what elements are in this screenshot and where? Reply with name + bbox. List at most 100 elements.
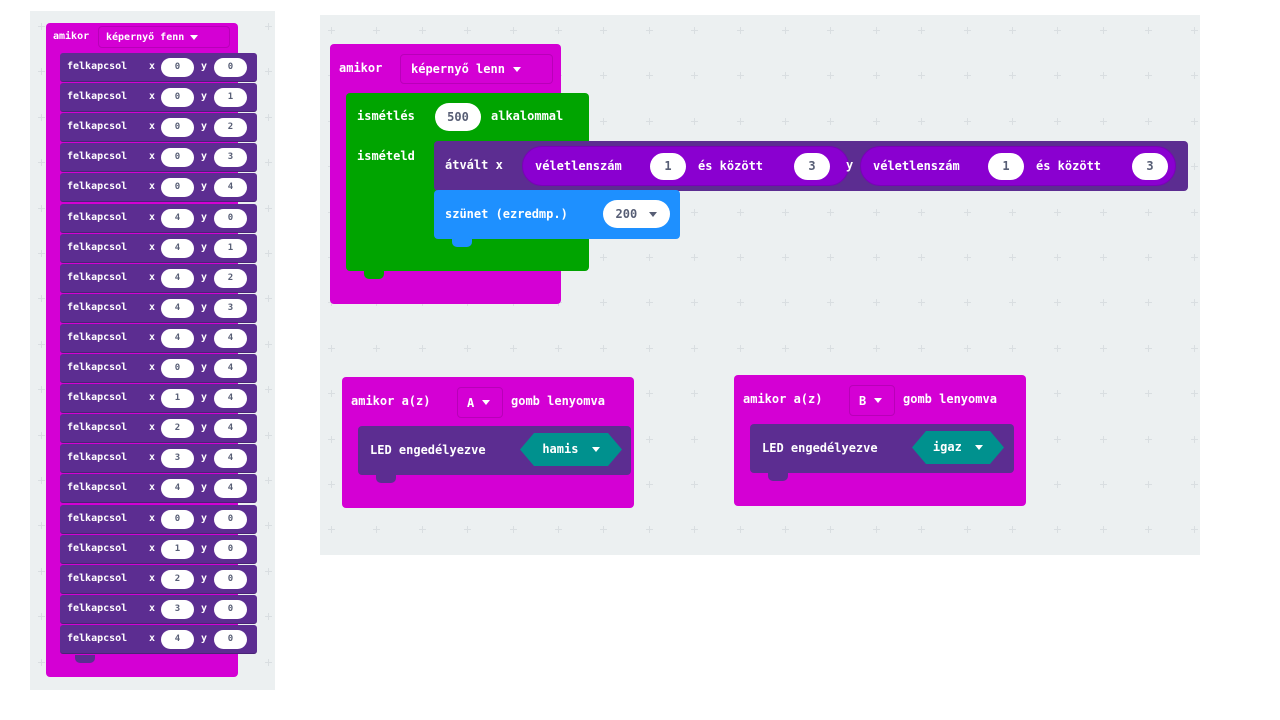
y-value-input[interactable]: 4 — [214, 359, 247, 378]
led-enable-block[interactable]: LED engedélyezve igaz — [750, 424, 1014, 473]
random-x-reporter[interactable]: véletlenszám 1 és között 3 — [522, 146, 849, 186]
grid-cross — [1191, 526, 1198, 533]
grid-cross — [1145, 436, 1152, 443]
y-value-input[interactable]: 1 — [214, 238, 247, 258]
x-value-input[interactable]: 4 — [161, 298, 194, 318]
x-value-input[interactable]: 1 — [161, 539, 194, 559]
button-dropdown[interactable]: A — [457, 387, 503, 418]
grid-cross — [38, 659, 45, 666]
grid-cross — [737, 254, 744, 261]
y-value-input[interactable]: 4 — [214, 479, 247, 499]
grid-cross — [691, 72, 698, 79]
random-y-to-input[interactable]: 3 — [1132, 153, 1168, 180]
x-value-input[interactable]: 3 — [161, 599, 194, 619]
y-value-input[interactable]: 0 — [214, 539, 247, 559]
y-value-input[interactable]: 0 — [214, 569, 247, 589]
x-value-input[interactable]: 0 — [161, 178, 194, 198]
plot-label: felkapcsol — [67, 422, 128, 434]
y-value-input[interactable]: 1 — [214, 88, 247, 108]
random-x-to-input[interactable]: 3 — [794, 153, 830, 180]
y-value-input[interactable]: 2 — [214, 268, 247, 288]
x-value-input[interactable]: 0 — [161, 359, 194, 378]
gesture-dropdown[interactable]: képernyő fenn — [98, 26, 230, 48]
x-value-input[interactable]: 0 — [161, 118, 194, 138]
x-value-input[interactable]: 1 — [161, 389, 194, 409]
x-value-input[interactable]: 0 — [161, 58, 194, 77]
y-label: y — [201, 602, 208, 614]
repeat-count-input[interactable]: 500 — [435, 103, 481, 131]
y-value-input[interactable]: 4 — [214, 328, 247, 348]
button-dropdown[interactable]: B — [849, 385, 895, 416]
y-value-input[interactable]: 4 — [214, 389, 247, 409]
led-enable-block[interactable]: LED engedélyezve hamis — [358, 426, 631, 475]
x-value-input[interactable]: 2 — [161, 419, 194, 439]
random-x-from-input[interactable]: 1 — [650, 153, 686, 180]
pause-duration-dropdown[interactable]: 200 — [603, 200, 670, 228]
x-value-input[interactable]: 0 — [161, 88, 194, 108]
y-value-input[interactable]: 0 — [214, 509, 247, 529]
boolean-dropdown[interactable]: hamis — [520, 433, 622, 466]
grid-cross — [1100, 481, 1107, 488]
grid-cross — [1054, 526, 1061, 533]
x-value-input[interactable]: 0 — [161, 148, 194, 168]
grid-cross — [265, 250, 272, 257]
y-value-input[interactable]: 0 — [214, 629, 247, 649]
led-toggle-block[interactable]: átvált x véletlenszám 1 és között 3 y vé… — [434, 141, 1188, 191]
y-value-input[interactable]: 2 — [214, 118, 247, 138]
grid-cross — [1145, 526, 1152, 533]
x-value-input[interactable]: 4 — [161, 208, 194, 228]
y-value-input[interactable]: 4 — [214, 419, 247, 439]
y-value-input[interactable]: 3 — [214, 148, 247, 168]
grid-cross — [1100, 72, 1107, 79]
repeat-do-label: ismételd — [357, 149, 415, 163]
x-value-input[interactable]: 3 — [161, 449, 194, 469]
x-value-input[interactable]: 0 — [161, 509, 194, 529]
y-value-input[interactable]: 0 — [214, 208, 247, 228]
random-y-from-input[interactable]: 1 — [988, 153, 1024, 180]
x-value-input[interactable]: 4 — [161, 479, 194, 499]
grid-cross — [38, 477, 45, 484]
x-value-input[interactable]: 4 — [161, 629, 194, 649]
pause-block[interactable]: szünet (ezredmp.) 200 — [434, 190, 680, 239]
x-value-input[interactable]: 4 — [161, 268, 194, 288]
grid-cross — [691, 436, 698, 443]
random-y-reporter[interactable]: véletlenszám 1 és között 3 — [860, 146, 1176, 186]
grid-cross — [38, 114, 45, 121]
grid-cross — [964, 27, 971, 34]
grid-cross — [1009, 254, 1016, 261]
y-value-input[interactable]: 4 — [214, 449, 247, 469]
y-value-input[interactable]: 0 — [214, 58, 247, 77]
y-value-input[interactable]: 0 — [214, 599, 247, 619]
grid-cross — [328, 390, 335, 397]
grid-cross — [918, 209, 925, 216]
led-bottom-notch — [768, 473, 788, 481]
y-value-input[interactable]: 4 — [214, 178, 247, 198]
boolean-dropdown[interactable]: igaz — [912, 431, 1004, 464]
x-value-input[interactable]: 4 — [161, 238, 194, 258]
y-value-input[interactable]: 3 — [214, 298, 247, 318]
x-value-input[interactable]: 4 — [161, 328, 194, 348]
gesture-dropdown[interactable]: képernyő lenn — [400, 54, 553, 84]
grid-cross — [38, 23, 45, 30]
x-value-input[interactable]: 2 — [161, 569, 194, 589]
